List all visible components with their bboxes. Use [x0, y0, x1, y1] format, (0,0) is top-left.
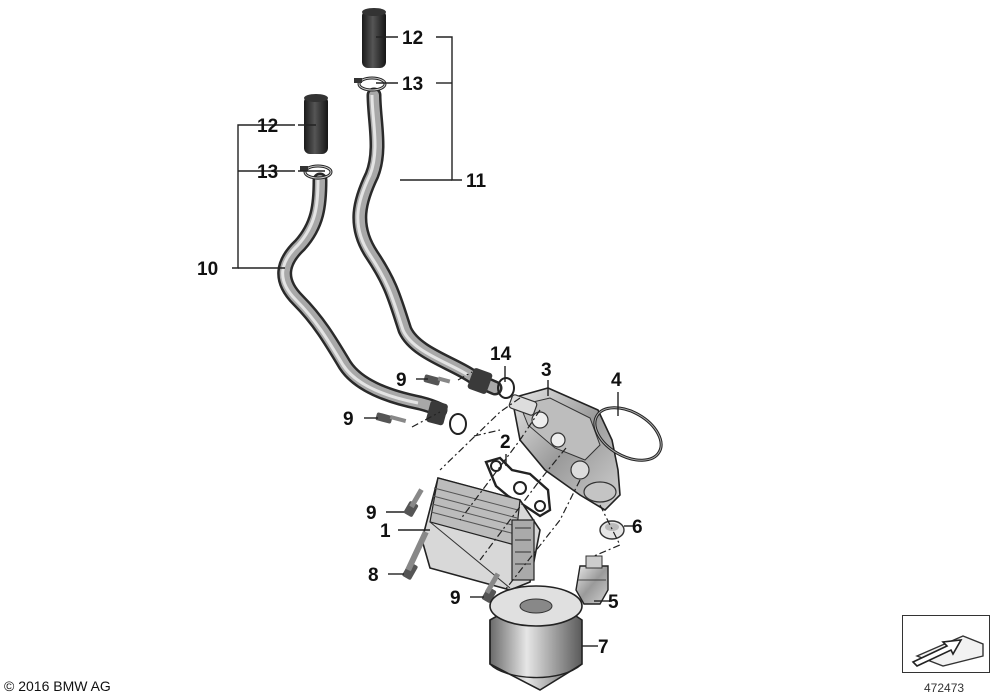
callout-13-lower: 13 — [257, 162, 278, 183]
sealing-ring-14 — [449, 377, 515, 435]
callout-7: 7 — [598, 637, 609, 658]
callout-8: 8 — [368, 565, 379, 586]
callout-9-c: 9 — [366, 503, 377, 524]
callout-10: 10 — [197, 259, 218, 280]
oil-line-10 — [277, 172, 448, 426]
engine-oil-cooler-1 — [421, 477, 541, 591]
callout-13-upper: 13 — [402, 74, 423, 95]
protective-cap-12-lower — [304, 94, 328, 154]
callout-labels: 12 13 11 12 13 10 14 3 4 9 9 2 9 1 6 8 9… — [197, 28, 643, 658]
valve-insert-5 — [575, 555, 609, 605]
screw-plug-6 — [599, 520, 625, 540]
callout-6: 6 — [632, 517, 643, 538]
o-ring-4 — [593, 406, 663, 462]
leader-lines — [232, 36, 636, 647]
callout-9-a: 9 — [396, 370, 407, 391]
callout-5: 5 — [608, 592, 619, 613]
oil-line-11 — [352, 87, 503, 396]
callout-2: 2 — [500, 432, 511, 453]
navigation-symbol-box — [902, 615, 990, 673]
hose-clamp-13-lower — [300, 164, 333, 180]
screw-8 — [402, 530, 429, 580]
screw-9-b — [375, 412, 407, 424]
callout-12-lower: 12 — [257, 116, 278, 137]
diagram-number: 472473 — [924, 681, 965, 695]
hose-clamp-13-upper — [354, 76, 387, 92]
screw-9-c — [403, 488, 424, 517]
oil-filter-housing-3 — [508, 387, 621, 512]
protective-cap-12-upper — [362, 8, 386, 68]
copyright-text: © 2016 BMW AG — [4, 678, 111, 694]
callout-4: 4 — [611, 370, 622, 391]
assembly-lines — [411, 371, 621, 591]
callout-9-d: 9 — [450, 588, 461, 609]
callout-11: 11 — [466, 171, 487, 192]
callout-1: 1 — [380, 521, 391, 542]
callout-12-upper: 12 — [402, 28, 423, 49]
screw-9-d — [481, 572, 501, 603]
callout-14: 14 — [490, 344, 512, 365]
arrow-navigation-icon — [911, 635, 984, 667]
callout-3: 3 — [541, 360, 552, 381]
oil-filter-7 — [489, 585, 583, 691]
callout-9-b: 9 — [343, 409, 354, 430]
screw-9-a — [423, 374, 451, 386]
